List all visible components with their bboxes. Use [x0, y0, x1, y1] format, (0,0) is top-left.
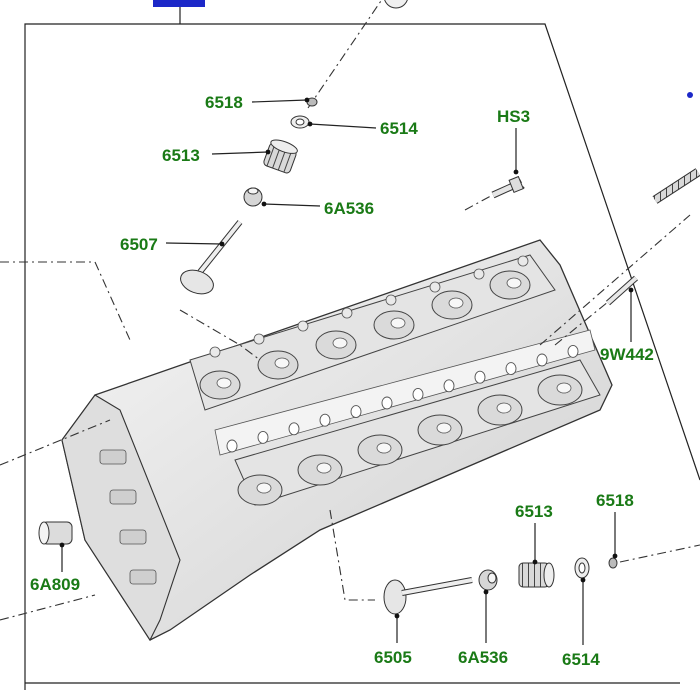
callout-6a536-top: 6A536: [324, 199, 374, 218]
dashline-valve-to-head: [179, 309, 261, 361]
bearing-bore-upper: [274, 357, 290, 369]
head-details: [99, 255, 583, 585]
callout-6514-bottom: 6514: [562, 650, 600, 669]
deck-bolt-hole: [536, 353, 548, 367]
intake-valve-part: [180, 220, 243, 295]
stud-part: [606, 275, 638, 306]
cut-off-marker-right: [687, 92, 693, 98]
callout-9w442: 9W442: [600, 345, 654, 364]
edge-lug: [517, 255, 529, 267]
spring-cap-top-part: [290, 115, 310, 129]
bearing-bore-lower: [316, 462, 332, 474]
callout-hs3: HS3: [497, 107, 530, 126]
plug-part: [38, 521, 73, 545]
edge-lug: [253, 333, 265, 345]
edge-lug: [341, 307, 353, 319]
end-face-port: [129, 569, 157, 585]
bearing-bore-lower: [556, 382, 572, 394]
callout-6507: 6507: [120, 235, 158, 254]
dashline-left-low: [0, 594, 96, 621]
bearing-bore-lower: [436, 422, 452, 434]
bearing-bore-lower: [256, 482, 272, 494]
bearing-bore-lower: [496, 402, 512, 414]
bearing-bore-upper: [448, 297, 464, 309]
callout-6505: 6505: [374, 648, 412, 667]
long-head-bolt-part: [652, 168, 700, 204]
edge-lug: [429, 281, 441, 293]
deck-bolt-hole: [474, 370, 486, 384]
dashline-top-valve: [307, 0, 383, 109]
bearing-bore-upper: [332, 337, 348, 349]
valve-collet-bottom-part: [608, 557, 618, 569]
deck-bolt-hole: [505, 362, 517, 376]
callout-6518-bottom: 6518: [596, 491, 634, 510]
callout-6513-top: 6513: [162, 146, 200, 165]
deck-band: [214, 329, 596, 456]
callout-6a536-bottom: 6A536: [458, 648, 508, 667]
deck-bolt-hole: [412, 387, 424, 401]
deck-bolt-hole: [443, 379, 455, 393]
callout-6518-top: 6518: [205, 93, 243, 112]
deck-bolt-hole: [350, 405, 362, 419]
callout-labels: 6518 6514 6513 6A536 6507 HS3 9W442 6A80…: [30, 93, 654, 669]
bearing-bore-upper: [506, 277, 522, 289]
exhaust-valve-part: [383, 577, 473, 615]
bearing-bore-lower: [376, 442, 392, 454]
callout-6513-bottom: 6513: [515, 502, 553, 521]
dashline-bottom-right: [619, 544, 700, 563]
end-face-port: [99, 449, 127, 465]
dashline-left-mid: [0, 419, 111, 466]
dashline-left-upper: [0, 261, 131, 341]
deck-bolt-hole: [381, 396, 393, 410]
deck-bolt-hole: [319, 413, 331, 427]
valve-seal-top-part: [243, 187, 263, 207]
deck-bolt-hole: [226, 439, 238, 453]
valve-spring-top-part: [263, 139, 298, 174]
spring-cap-bottom-part: [574, 557, 590, 579]
deck-bolt-hole: [288, 422, 300, 436]
valve-spring-bottom-part: [518, 562, 555, 588]
deck-bolt-hole: [567, 344, 579, 358]
dashline-bolt-right: [539, 214, 691, 346]
valve-seal-bottom-part: [478, 569, 498, 591]
callout-6a809: 6A809: [30, 575, 80, 594]
callout-6514-top: 6514: [380, 119, 418, 138]
deck-bolt-hole: [257, 430, 269, 444]
end-face-port: [119, 529, 147, 545]
callout-leaders: [59, 97, 634, 645]
dashline-9w442: [554, 279, 636, 346]
end-face-port: [109, 489, 137, 505]
header-badge-box: [153, 0, 205, 7]
bearing-bore-upper: [216, 377, 232, 389]
edge-lug: [473, 268, 485, 280]
cut-off-part-top: [384, 0, 408, 9]
edge-lug: [297, 320, 309, 332]
group-frame: [24, 23, 700, 690]
bearing-bore-upper: [390, 317, 406, 329]
edge-lug: [385, 294, 397, 306]
edge-lug: [209, 346, 221, 358]
head-bolt-small-part: [491, 175, 524, 199]
header-badge: [153, 0, 205, 24]
